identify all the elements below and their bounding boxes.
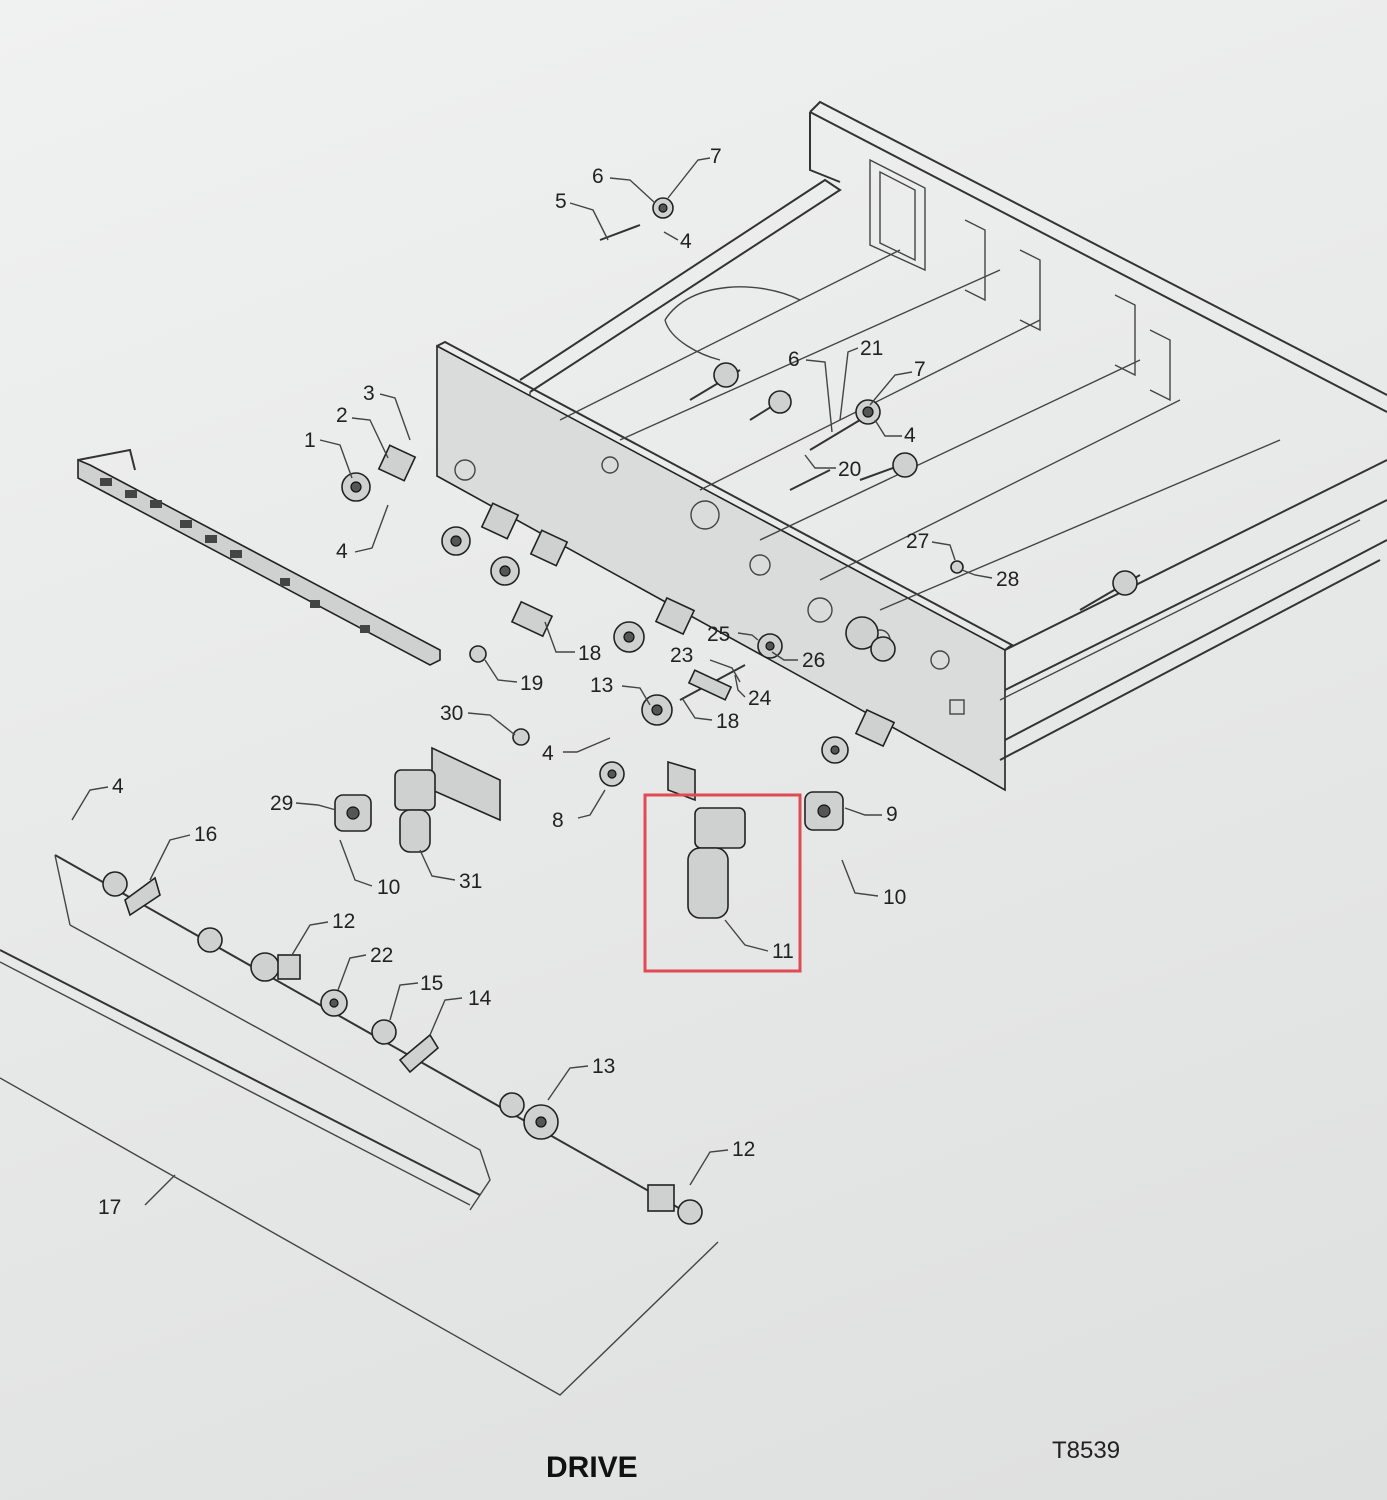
callout-3: 3 <box>363 382 375 405</box>
callout-16: 16 <box>194 823 217 846</box>
callout-12-a: 12 <box>332 910 355 933</box>
callout-23: 23 <box>670 644 693 667</box>
callout-labels: 1 2 3 4 4 4 4 4 4 5 6 6 7 7 8 9 10 10 11… <box>98 145 1019 1219</box>
callout-21: 21 <box>860 337 883 360</box>
callout-6-a: 6 <box>592 165 604 188</box>
callout-7-a: 7 <box>710 145 722 168</box>
callout-29: 29 <box>270 792 293 815</box>
callout-13-a: 13 <box>590 674 613 697</box>
callout-19: 19 <box>520 672 543 695</box>
callout-9: 9 <box>886 803 898 826</box>
callout-7-b: 7 <box>914 358 926 381</box>
callout-30: 30 <box>440 702 463 725</box>
figure-number: T8539 <box>1052 1437 1120 1464</box>
callout-25: 25 <box>707 623 730 646</box>
callout-1: 1 <box>304 429 316 452</box>
callout-10-b: 10 <box>883 886 906 909</box>
callout-4-d: 4 <box>542 742 554 765</box>
callout-4-b: 4 <box>680 230 692 253</box>
callout-6-b: 6 <box>788 348 800 371</box>
callout-20: 20 <box>838 458 861 481</box>
callout-27: 27 <box>906 530 929 553</box>
callout-8: 8 <box>552 809 564 832</box>
diagram-title: DRIVE <box>546 1451 638 1484</box>
callout-4-e: 4 <box>112 775 124 798</box>
callout-14: 14 <box>468 987 492 1010</box>
motors <box>334 746 844 919</box>
callout-31: 31 <box>459 870 482 893</box>
callout-5: 5 <box>555 190 567 213</box>
gears <box>341 197 1138 787</box>
callout-10-a: 10 <box>377 876 400 899</box>
callout-15: 15 <box>420 972 443 995</box>
callout-4-c: 4 <box>904 424 916 447</box>
callout-22: 22 <box>370 944 393 967</box>
callout-13-b: 13 <box>592 1055 615 1078</box>
leader-lines <box>71 157 993 1206</box>
callout-12-b: 12 <box>732 1138 755 1161</box>
lower-shaft-assembly <box>0 854 719 1396</box>
callout-28: 28 <box>996 568 1019 591</box>
callout-18-b: 18 <box>716 710 739 733</box>
left-bracket-rail <box>77 448 441 666</box>
callout-2: 2 <box>336 404 348 427</box>
callout-18-a: 18 <box>578 642 601 665</box>
highlight-box-11 <box>643 793 802 973</box>
callout-24: 24 <box>748 687 772 710</box>
callout-4-a: 4 <box>336 540 348 563</box>
drive-frame <box>436 100 1387 792</box>
callout-17: 17 <box>98 1196 121 1219</box>
callout-11: 11 <box>772 940 794 963</box>
callout-26: 26 <box>802 649 825 672</box>
